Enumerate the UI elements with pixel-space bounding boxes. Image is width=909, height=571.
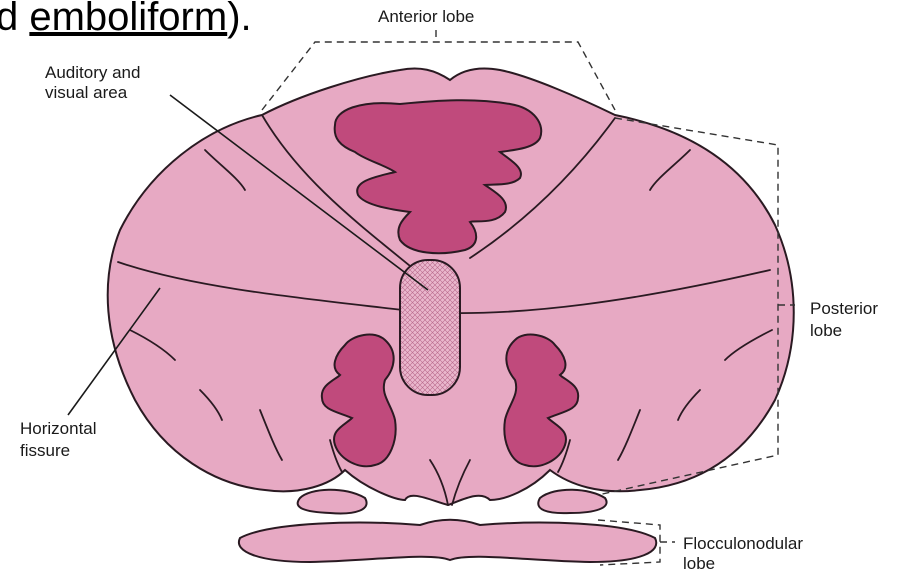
flocculonodular-lobe <box>239 520 656 562</box>
vermis-hatched-area <box>400 260 460 395</box>
heading-link: emboliform <box>29 0 227 39</box>
label-posterior-line1: Posterior <box>810 299 878 318</box>
heading-fragment: d emboliform). <box>0 0 252 39</box>
label-posterior-line2: lobe <box>810 321 842 340</box>
label-horizontal-line2: fissure <box>20 441 70 460</box>
label-auditory-line2: visual area <box>45 83 128 102</box>
label-auditory-line1: Auditory and <box>45 63 140 82</box>
lower-lobule-left <box>298 490 367 514</box>
lower-lobule-right <box>538 490 606 513</box>
label-flocculonodular-line1: Flocculonodular <box>683 534 803 553</box>
label-horizontal-line1: Horizontal <box>20 419 97 438</box>
label-flocculonodular-line2: lobe <box>683 554 715 571</box>
label-anterior-lobe: Anterior lobe <box>378 7 474 26</box>
